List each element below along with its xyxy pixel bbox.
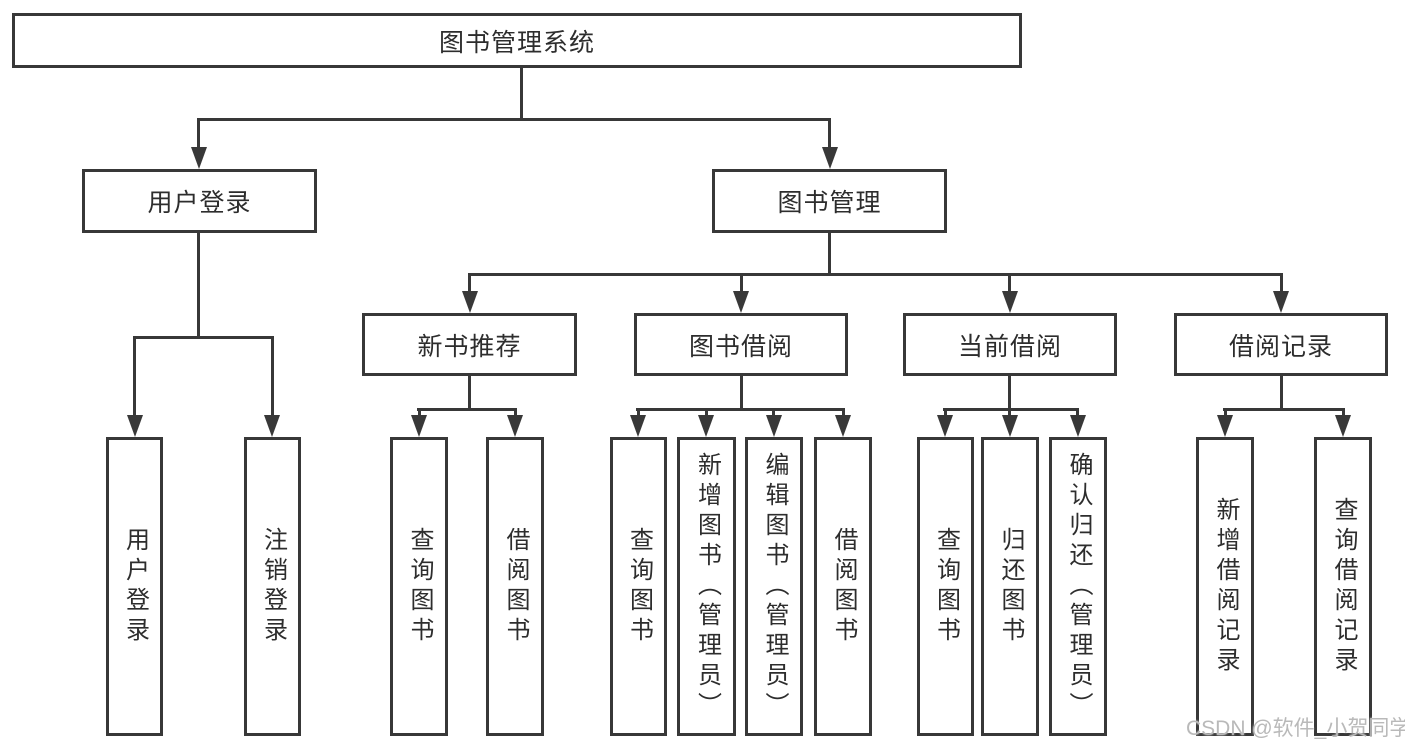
connector-bookmgmt-stub — [828, 233, 831, 276]
arrow-down-icon — [507, 415, 523, 437]
leaf-query-borrow-record: 查询借阅记录 — [1314, 437, 1372, 736]
leaf-label: 确认归还（管理员） — [1065, 451, 1092, 722]
node-user-login: 用户登录 — [82, 169, 317, 233]
connector-g5-hline — [1223, 408, 1345, 411]
connector-userlogin-stub — [197, 233, 200, 339]
node-label: 当前借阅 — [957, 332, 1062, 361]
arrow-down-icon — [698, 415, 714, 437]
arrow-down-icon — [822, 147, 838, 169]
connector-arrow-line — [637, 408, 640, 420]
leaf-logout: 注销登录 — [244, 437, 301, 736]
connector-arrow-line — [418, 408, 421, 420]
arrow-down-icon — [1217, 415, 1233, 437]
connector-arrow-line — [828, 118, 831, 152]
connector-arrow-line — [1076, 408, 1079, 420]
connector-g1-hline — [133, 336, 274, 339]
connector-root-stub — [520, 68, 523, 120]
leaf-add-borrow-record: 新增借阅记录 — [1196, 437, 1254, 736]
arrow-down-icon — [191, 147, 207, 169]
node-book-management: 图书管理 — [712, 169, 947, 233]
leaf-query-books-1: 查询图书 — [390, 437, 448, 736]
leaf-label: 新增图书（管理员） — [693, 451, 721, 722]
connector-arrow-line — [705, 408, 708, 420]
leaf-label: 查询图书 — [932, 526, 960, 647]
connector-arrow-line — [271, 336, 274, 420]
arrow-down-icon — [462, 291, 478, 313]
node-label: 图书借阅 — [688, 332, 793, 361]
connector-arrow-line — [1342, 408, 1345, 420]
leaf-label: 归还图书 — [997, 526, 1024, 647]
connector-arrow-line — [772, 408, 775, 420]
leaf-label: 用户登录 — [121, 526, 149, 647]
arrow-down-icon — [127, 415, 143, 437]
leaf-label: 查询图书 — [625, 526, 653, 647]
leaf-label: 查询图书 — [406, 526, 433, 647]
leaf-add-book-admin: 新增图书（管理员） — [677, 437, 736, 736]
node-current-borrow: 当前借阅 — [903, 313, 1117, 376]
arrow-down-icon — [630, 415, 646, 437]
node-root: 图书管理系统 — [12, 13, 1022, 68]
leaf-query-books-2: 查询图书 — [610, 437, 667, 736]
connector-stub — [740, 376, 743, 410]
arrow-down-icon — [264, 415, 280, 437]
arrow-down-icon — [733, 291, 749, 313]
arrow-down-icon — [411, 415, 427, 437]
arrow-down-icon — [1070, 415, 1086, 437]
node-root-label: 图书管理系统 — [438, 28, 595, 57]
leaf-label: 新增借阅记录 — [1212, 496, 1239, 677]
leaf-label: 编辑图书（管理员） — [761, 451, 788, 722]
leaf-label: 注销登录 — [259, 526, 287, 647]
arrow-down-icon — [1273, 291, 1289, 313]
node-borrow-record: 借阅记录 — [1174, 313, 1388, 376]
connector-stub — [1008, 376, 1011, 410]
node-book-borrow: 图书借阅 — [634, 313, 848, 376]
leaf-label: 借阅图书 — [502, 526, 529, 647]
connector-arrow-line — [468, 273, 471, 297]
connector-arrow-line — [1008, 408, 1011, 420]
connector-stub — [468, 376, 471, 410]
connector-arrow-line — [842, 408, 845, 420]
connector-l3-hline — [468, 273, 1282, 276]
leaf-label: 借阅图书 — [830, 526, 857, 647]
arrow-down-icon — [1002, 291, 1018, 313]
leaf-label: 查询借阅记录 — [1330, 496, 1357, 677]
connector-arrow-line — [514, 408, 517, 420]
leaf-query-books-3: 查询图书 — [917, 437, 974, 736]
arrow-down-icon — [835, 415, 851, 437]
connector-arrow-line — [944, 408, 947, 420]
leaf-return-book: 归还图书 — [981, 437, 1039, 736]
connector-l2-hline — [197, 118, 831, 121]
node-label: 图书管理 — [777, 189, 882, 217]
arrow-down-icon — [1335, 415, 1351, 437]
node-label: 借阅记录 — [1228, 332, 1333, 361]
connector-arrow-line — [1008, 273, 1011, 297]
connector-g2-hline — [417, 408, 517, 411]
leaf-borrow-books-1: 借阅图书 — [486, 437, 544, 736]
connector-arrow-line — [197, 118, 200, 152]
leaf-edit-book-admin: 编辑图书（管理员） — [745, 437, 803, 736]
csdn-watermark: CSDN @软件_小贺同学 — [1186, 717, 1405, 740]
arrow-down-icon — [1002, 415, 1018, 437]
connector-arrow-line — [1280, 273, 1283, 297]
connector-arrow-line — [740, 273, 743, 297]
node-label: 用户登录 — [147, 189, 252, 217]
connector-g4-hline — [943, 408, 1079, 411]
node-new-book-recommend: 新书推荐 — [362, 313, 577, 376]
leaf-borrow-books-2: 借阅图书 — [814, 437, 872, 736]
arrow-down-icon — [766, 415, 782, 437]
leaf-user-login: 用户登录 — [106, 437, 163, 736]
node-label: 新书推荐 — [417, 332, 522, 361]
arrow-down-icon — [937, 415, 953, 437]
connector-arrow-line — [133, 336, 136, 420]
connector-g3-hline — [636, 408, 844, 411]
connector-arrow-line — [1224, 408, 1227, 420]
leaf-confirm-return-admin: 确认归还（管理员） — [1049, 437, 1107, 736]
connector-stub — [1280, 376, 1283, 410]
